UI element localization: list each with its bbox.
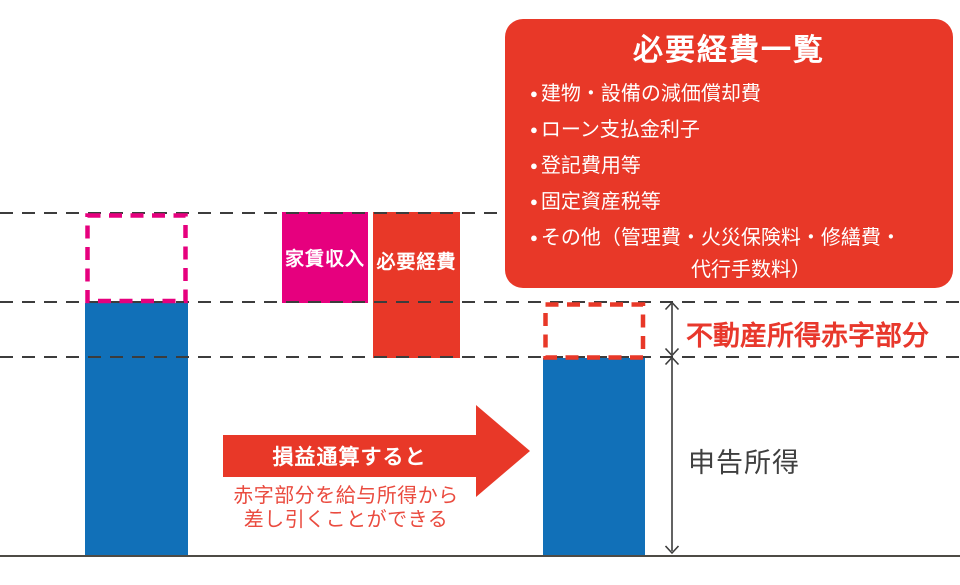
bullet-icon: ● (530, 86, 538, 101)
expense-item: ●固定資産税等 (530, 184, 953, 220)
expense-list-card: 必要経費一覧 ●建物・設備の減価償却費 ●ローン支払金利子 ●登記費用等 ●固定… (505, 19, 953, 288)
bullet-icon: ● (530, 122, 538, 137)
offset-arrow-label: 損益通算すると (272, 446, 427, 469)
offset-caption-line2: 差し引くことができる (243, 509, 449, 531)
expense-item-text: 建物・設備の減価償却費 (540, 83, 761, 105)
offset-caption-line1: 赤字部分を給与所得から (233, 485, 459, 507)
expense-list-title: 必要経費一覧 (633, 34, 825, 67)
deficit-label: 不動産所得赤字部分 (686, 321, 929, 351)
rent-income-box: 家賃収入 (282, 212, 368, 303)
expense-list: ●建物・設備の減価償却費 ●ローン支払金利子 ●登記費用等 ●固定資産税等 ●そ… (505, 76, 953, 284)
declared-income-label: 申告所得 (688, 448, 800, 478)
expense-item-text: その他（管理費・火災保険料・修繕費・ (540, 227, 901, 249)
left-deficit-dashed-box (85, 213, 188, 304)
bullet-icon: ● (530, 194, 538, 209)
offset-caption: 赤字部分を給与所得から 差し引くことができる (212, 484, 480, 532)
expenses-label: 必要経費 (376, 252, 457, 273)
rent-income-label: 家賃収入 (284, 249, 365, 270)
expense-item-text: 固定資産税等 (540, 191, 661, 213)
expense-item: ●建物・設備の減価償却費 (530, 76, 953, 112)
deficit-measure-arrow (664, 301, 680, 357)
expense-item-text: ローン支払金利子 (540, 119, 700, 141)
dashed-guideline-lower (0, 355, 960, 358)
offset-arrow: 損益通算すると (223, 435, 476, 477)
bullet-icon: ● (530, 230, 538, 245)
dashed-guideline-middle (0, 300, 960, 303)
expenses-bar: 必要経費 (373, 212, 460, 358)
expense-item-text: 登記費用等 (540, 155, 641, 177)
left-income-bar (85, 303, 188, 556)
right-income-bar (543, 358, 645, 556)
offset-arrow-head-icon (476, 405, 530, 497)
dashed-guideline-top (0, 211, 503, 214)
expense-item: ●ローン支払金利子 (530, 112, 953, 148)
baseline (0, 554, 960, 558)
right-deficit-dashed-box (543, 302, 646, 360)
bullet-icon: ● (530, 158, 538, 173)
declared-income-measure-arrow (664, 356, 680, 555)
expense-item: ●登記費用等 (530, 148, 953, 184)
expense-item-continuation: 代行手数料） (691, 259, 811, 281)
expense-item: ●その他（管理費・火災保険料・修繕費・ (530, 220, 953, 256)
